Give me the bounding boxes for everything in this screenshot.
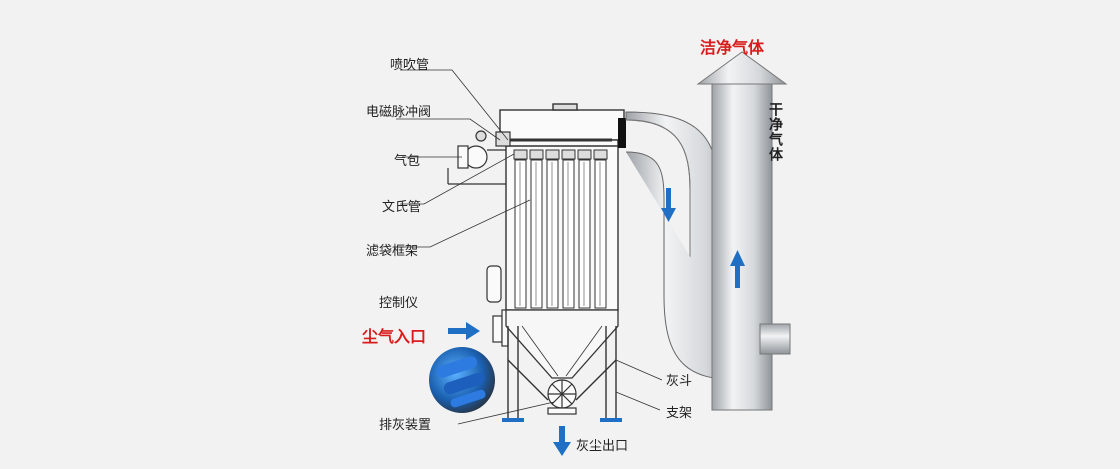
- leader-lines: [396, 69, 663, 425]
- exhaust-stack: [696, 51, 791, 411]
- label-bag-cage: 滤袋框架: [366, 244, 419, 259]
- bag-cage-wires: [519, 162, 601, 306]
- label-dust-outlet: 灰尘出口: [576, 439, 629, 454]
- label-support: 支架: [666, 406, 693, 421]
- venturi-tubes: [513, 149, 608, 160]
- air-bag-assembly: [447, 130, 511, 185]
- label-solenoid-valve: 电磁脉冲阀: [366, 105, 432, 120]
- label-hopper: 灰斗: [666, 374, 693, 389]
- support-legs: [507, 326, 617, 418]
- flow-arrows: [448, 188, 745, 456]
- label-discharge-device: 排灰装置: [379, 418, 432, 433]
- leg-feet: [502, 418, 622, 422]
- label-dry-clean-gas: 干净气体: [767, 102, 783, 162]
- label-dust-inlet: 尘气入口: [362, 327, 427, 346]
- label-clean-gas: 洁净气体: [700, 38, 765, 57]
- discharge-valve: [547, 379, 577, 415]
- filter-bags: [514, 159, 607, 309]
- hopper: [505, 309, 619, 379]
- controller-box: [486, 265, 502, 303]
- label-spray-pipe: 喷吹管: [390, 58, 430, 73]
- discharge-device-photo: [429, 347, 495, 413]
- label-controller: 控制仪: [379, 296, 419, 311]
- label-air-bag: 气包: [394, 154, 421, 169]
- label-venturi: 文氏管: [382, 200, 422, 215]
